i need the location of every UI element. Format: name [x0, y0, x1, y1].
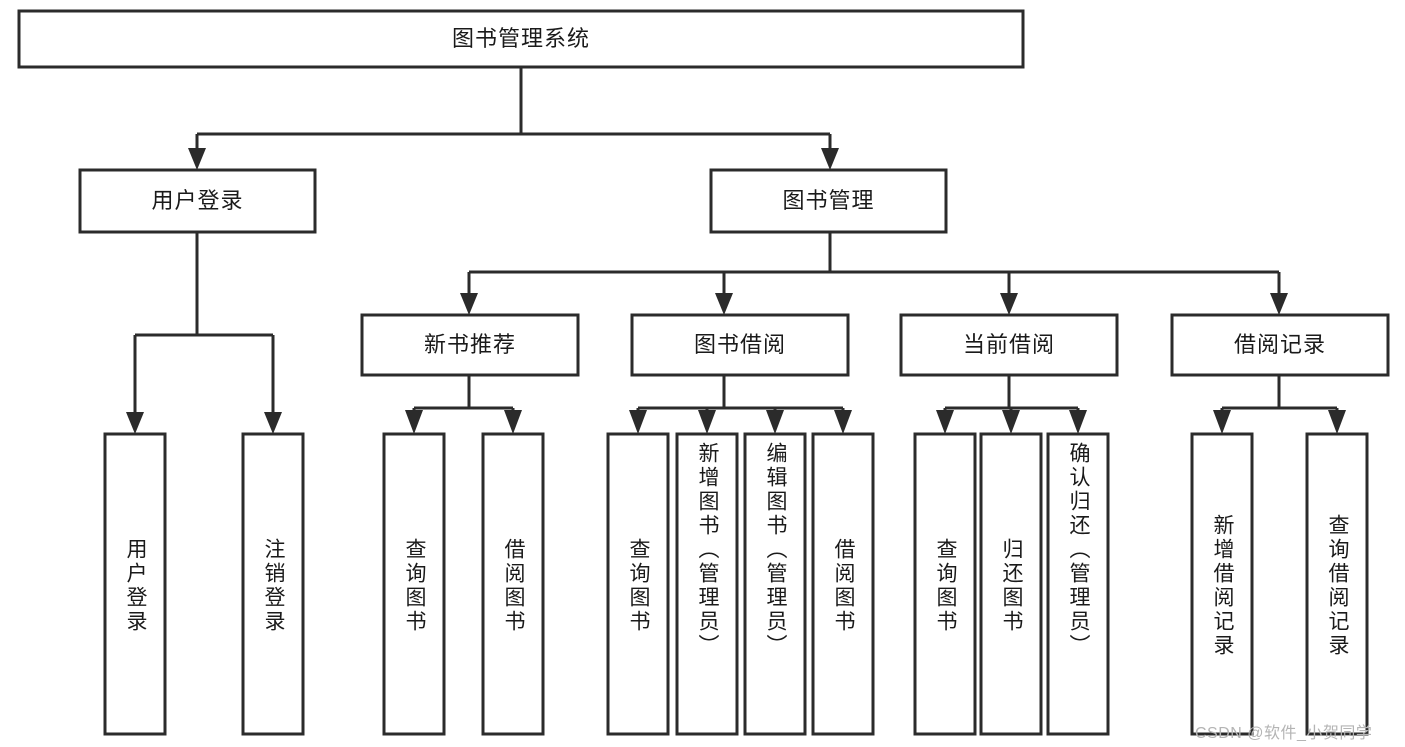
node-box-leaf-confirm-return[interactable]	[1046, 432, 1110, 736]
node-box-new-book-recommend[interactable]	[360, 313, 580, 377]
arrowhead-leaf-query-record	[1328, 410, 1346, 434]
node-box-user-login[interactable]	[78, 168, 317, 234]
arrowhead-user-login	[188, 148, 206, 170]
node-box-leaf-logout-login[interactable]	[241, 432, 305, 736]
arrowhead-current-borrow	[1000, 293, 1018, 315]
node-box-leaf-user-login[interactable]	[103, 432, 167, 736]
arrowhead-leaf-borrow-book-1	[504, 410, 522, 434]
node-box-leaf-query-book-1[interactable]	[382, 432, 446, 736]
arrowhead-book-borrow	[715, 293, 733, 315]
node-box-leaf-query-book-3[interactable]	[913, 432, 977, 736]
arrowhead-leaf-add-record	[1213, 410, 1231, 434]
node-box-leaf-add-record[interactable]	[1190, 432, 1254, 736]
node-box-book-borrow[interactable]	[630, 313, 850, 377]
node-box-borrow-record[interactable]	[1170, 313, 1390, 377]
arrowhead-leaf-logout-login	[264, 412, 282, 434]
arrowhead-leaf-add-book	[698, 410, 716, 434]
arrowhead-new-book-recommend	[460, 293, 478, 315]
arrowhead-leaf-query-book-1	[405, 410, 423, 434]
arrowhead-leaf-edit-book	[766, 410, 784, 434]
arrowhead-borrow-record	[1270, 293, 1288, 315]
node-box-leaf-borrow-book-2[interactable]	[811, 432, 875, 736]
node-box-leaf-edit-book[interactable]	[743, 432, 807, 736]
node-box-leaf-query-book-2[interactable]	[606, 432, 670, 736]
arrowhead-leaf-return-book	[1002, 410, 1020, 434]
node-box-leaf-return-book[interactable]	[979, 432, 1043, 736]
arrowhead-leaf-user-login	[126, 412, 144, 434]
node-box-leaf-add-book[interactable]	[675, 432, 739, 736]
node-box-current-borrow[interactable]	[899, 313, 1119, 377]
node-box-book-management[interactable]	[709, 168, 948, 234]
csdn-watermark: CSDN @软件_小贺同学	[1195, 725, 1373, 742]
node-box-leaf-borrow-book-1[interactable]	[481, 432, 545, 736]
arrowhead-leaf-query-book-3	[936, 410, 954, 434]
arrowhead-leaf-confirm-return	[1069, 410, 1087, 434]
arrowhead-book-management	[821, 148, 839, 170]
node-box-leaf-query-record[interactable]	[1305, 432, 1369, 736]
node-box-title[interactable]	[17, 9, 1025, 69]
arrowhead-leaf-query-book-2	[629, 410, 647, 434]
arrowhead-leaf-borrow-book-2	[834, 410, 852, 434]
